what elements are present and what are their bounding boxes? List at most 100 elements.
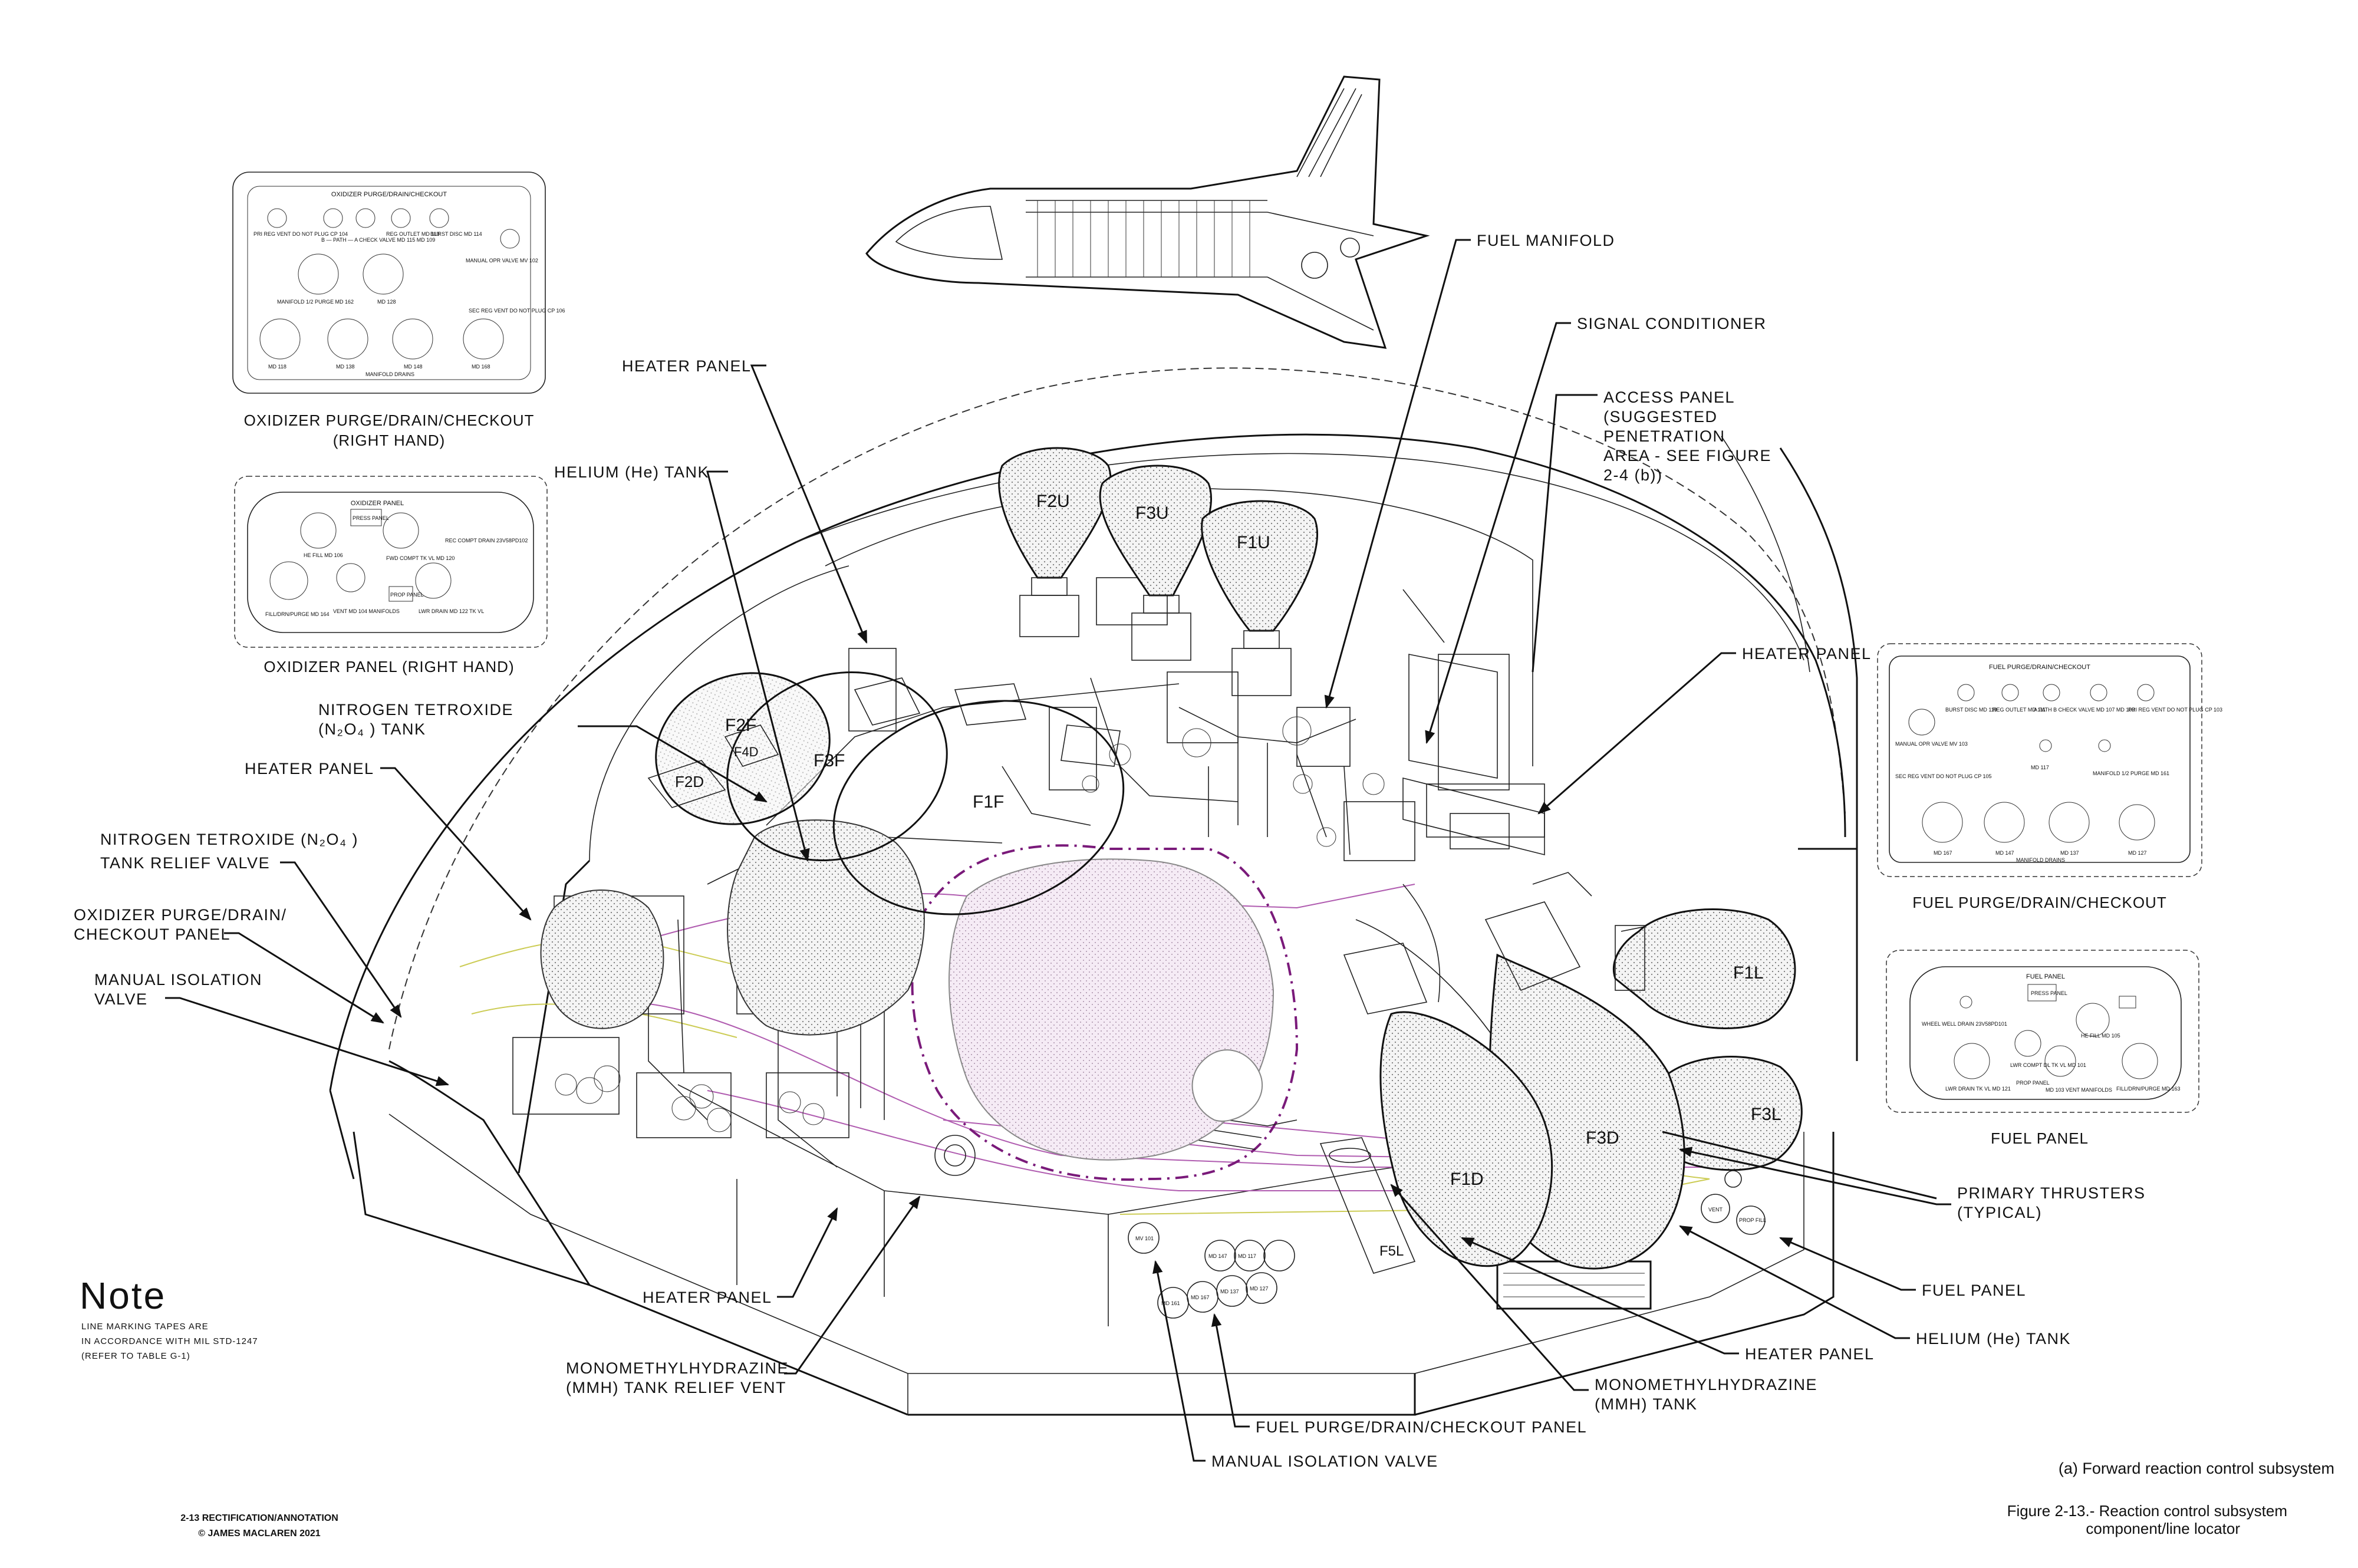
label-n2o4-relief-1: TANK RELIEF VALVE [100,854,270,872]
svg-text:MD 117: MD 117 [2031,765,2049,770]
svg-text:FILL/DRN/PURGE MD 164: FILL/DRN/PURGE MD 164 [265,611,330,617]
label-access-panel-4: 2-4 (b)) [1603,466,1663,484]
note-line-2: (REFER TO TABLE G-1) [81,1351,190,1361]
svg-text:OXIDIZER PANEL: OXIDIZER PANEL [351,500,404,507]
label-helium-tank-left: HELIUM (He) TANK [554,463,709,481]
svg-text:MD 148: MD 148 [404,364,423,370]
label-fuel-manifold: FUEL MANIFOLD [1477,232,1615,249]
label-ox-pdc-panel-1: CHECKOUT PANEL [74,925,230,943]
label-manual-iso-left-1: VALVE [94,990,148,1008]
inset-fuel-panel: FUEL PANEL PRESS PANEL HE FILL MD 105 WH… [1886,950,2199,1113]
svg-text:PRESS PANEL: PRESS PANEL [2031,990,2067,996]
svg-text:MANIFOLD DRAINS: MANIFOLD DRAINS [365,371,414,377]
thruster-f2f: F2F [725,716,756,735]
label-fuel-pdc-panel: FUEL PURGE/DRAIN/CHECKOUT PANEL [1256,1418,1587,1436]
valve-tags: VENT PROP FILL MV 101 MD 161 MD 167 MD 1… [1135,1207,1766,1306]
svg-text:PRI REG VENT DO NOT PLUG CP 10: PRI REG VENT DO NOT PLUG CP 103 [2128,707,2222,713]
tag-vent: VENT [1708,1207,1723,1213]
note-line-1: IN ACCORDANCE WITH MIL STD-1247 [81,1336,258,1346]
svg-text:MANUAL OPR VALVE MV 103: MANUAL OPR VALVE MV 103 [1895,741,1968,747]
inset-oxidizer-pdc: OXIDIZER PURGE/DRAIN/CHECKOUT PRI REG VE… [232,172,565,394]
tag-md161: MD 161 [1161,1300,1180,1306]
svg-text:MD 138: MD 138 [336,364,355,370]
note-heading: Note [80,1274,166,1317]
caption-ox-pdc-2: (RIGHT HAND) [333,431,446,449]
tag-md147: MD 147 [1208,1253,1227,1259]
thruster-f2d: F2D [675,773,704,790]
callout-labels: FUEL MANIFOLD SIGNAL CONDITIONER ACCESS … [74,232,2145,1470]
svg-text:SEC REG VENT DO NOT PLUG CP 10: SEC REG VENT DO NOT PLUG CP 106 [469,308,565,314]
orbiter-sketch [865,75,1430,349]
thruster-f1f: F1F [973,792,1004,812]
note-line-0: LINE MARKING TAPES ARE [81,1322,209,1332]
figure-subcaption: (a) Forward reaction control subsystem [2059,1460,2334,1477]
thruster-f3u: F3U [1135,503,1169,523]
svg-text:MD 127: MD 127 [2128,850,2147,856]
label-fuel-panel: FUEL PANEL [1922,1282,2026,1299]
thruster-f3l: F3L [1751,1105,1781,1124]
label-heater-panel-right: HEATER PANEL [1742,645,1872,663]
thruster-f5l: F5L [1379,1243,1404,1259]
svg-text:BURST DISC MD 119: BURST DISC MD 119 [1945,707,1997,713]
label-manual-iso-bottom: MANUAL ISOLATION VALVE [1211,1452,1438,1470]
tag-md117: MD 117 [1238,1253,1256,1259]
svg-text:WHEEL WELL DRAIN 23V58PD101: WHEEL WELL DRAIN 23V58PD101 [1922,1021,2007,1027]
label-mmh-tank-1: (MMH) TANK [1595,1395,1697,1413]
svg-text:REG OUTLET MD 113: REG OUTLET MD 113 [386,231,440,237]
svg-text:MANIFOLD 1/2 PURGE MD 162: MANIFOLD 1/2 PURGE MD 162 [277,299,354,305]
svg-text:MD 168: MD 168 [472,364,490,370]
label-signal-conditioner: SIGNAL CONDITIONER [1577,315,1767,332]
credit-line-1: © JAMES MACLAREN 2021 [198,1529,320,1539]
helium-tank-left [540,890,664,1029]
right-thrusters [1319,901,1803,1274]
label-heater-panel-left: HEATER PANEL [245,760,374,778]
thruster-f1l: F1L [1733,963,1764,983]
label-helium-tank-right: HELIUM (He) TANK [1916,1330,2071,1348]
svg-text:PRI REG VENT DO NOT PLUG CP 10: PRI REG VENT DO NOT PLUG CP 104 [253,231,348,237]
upper-thrusters [998,447,1318,696]
svg-text:HE FILL MD 106: HE FILL MD 106 [304,552,343,558]
tag-prop-fill: PROP FILL [1739,1217,1766,1223]
thruster-f2u: F2U [1036,492,1070,511]
tag-mv101: MV 101 [1135,1236,1154,1241]
svg-text:LWR COMPT DL TK VL MD 101: LWR COMPT DL TK VL MD 101 [2010,1062,2086,1068]
thruster-f1d: F1D [1450,1170,1484,1189]
thruster-f1u: F1U [1237,533,1270,552]
thruster-f3f: F3F [814,751,845,770]
svg-text:MANIFOLD DRAINS: MANIFOLD DRAINS [2016,857,2065,863]
inset-fuel-pdc: FUEL PURGE/DRAIN/CHECKOUT MANUAL OPR VAL… [1877,643,2222,877]
svg-text:PROP PANEL: PROP PANEL [2016,1080,2050,1086]
label-heater-panel-bottom: HEATER PANEL [643,1289,772,1306]
manual-isolation-valves [934,1135,1766,1319]
svg-text:LWR DRAIN MD 122 TK VL: LWR DRAIN MD 122 TK VL [419,608,484,614]
label-mmh-relief-0: MONOMETHYLHYDRAZINE [566,1359,789,1377]
svg-text:MD 128: MD 128 [377,299,396,305]
label-access-panel-1: (SUGGESTED [1603,408,1718,426]
module-structure [329,367,1858,1416]
svg-text:MD 137: MD 137 [2060,850,2079,856]
svg-text:MD 103 VENT MANIFOLDS: MD 103 VENT MANIFOLDS [2046,1087,2112,1093]
inset-oxidizer-panel: OXIDIZER PANEL PRESS PANEL REC COMPT DRA… [234,476,548,648]
caption-fuel-panel: FUEL PANEL [1991,1129,2089,1147]
thruster-f4d: F4D [734,745,759,759]
n2o4-tank [727,819,925,1036]
thruster-labels: F2U F3U F1U F1L F3L F3D F1D F5L F2F F4D … [675,492,1781,1259]
svg-text:A PATH B CHECK VALVE MD 107: A PATH B CHECK VALVE MD 107 MD 109 [2034,707,2135,713]
svg-text:MD 147: MD 147 [1995,850,2014,856]
tag-md167: MD 167 [1191,1294,1210,1300]
note-block: Note LINE MARKING TAPES ARE IN ACCORDANC… [80,1274,258,1361]
svg-text:OXIDIZER PURGE/DRAIN/CHECKOUT: OXIDIZER PURGE/DRAIN/CHECKOUT [331,191,447,198]
label-mmh-tank-0: MONOMETHYLHYDRAZINE [1595,1376,1817,1394]
thruster-f3d: F3D [1586,1128,1619,1148]
label-ox-pdc-panel-0: OXIDIZER PURGE/DRAIN/ [74,906,287,924]
svg-text:MD 118: MD 118 [268,364,286,370]
svg-text:MANUAL OPR VALVE MV 102: MANUAL OPR VALVE MV 102 [466,258,538,263]
label-primary-thrusters-1: (TYPICAL) [1957,1204,2042,1221]
forward-thrusters [647,671,1125,915]
svg-text:LWR DRAIN TK VL MD 121: LWR DRAIN TK VL MD 121 [1945,1086,2011,1092]
label-mmh-relief-1: (MMH) TANK RELIEF VENT [566,1379,786,1396]
svg-text:FUEL PANEL: FUEL PANEL [2026,973,2065,980]
label-manual-iso-left-0: MANUAL ISOLATION [94,971,262,989]
svg-text:FUEL PURGE/DRAIN/CHECKOUT: FUEL PURGE/DRAIN/CHECKOUT [1989,664,2090,671]
